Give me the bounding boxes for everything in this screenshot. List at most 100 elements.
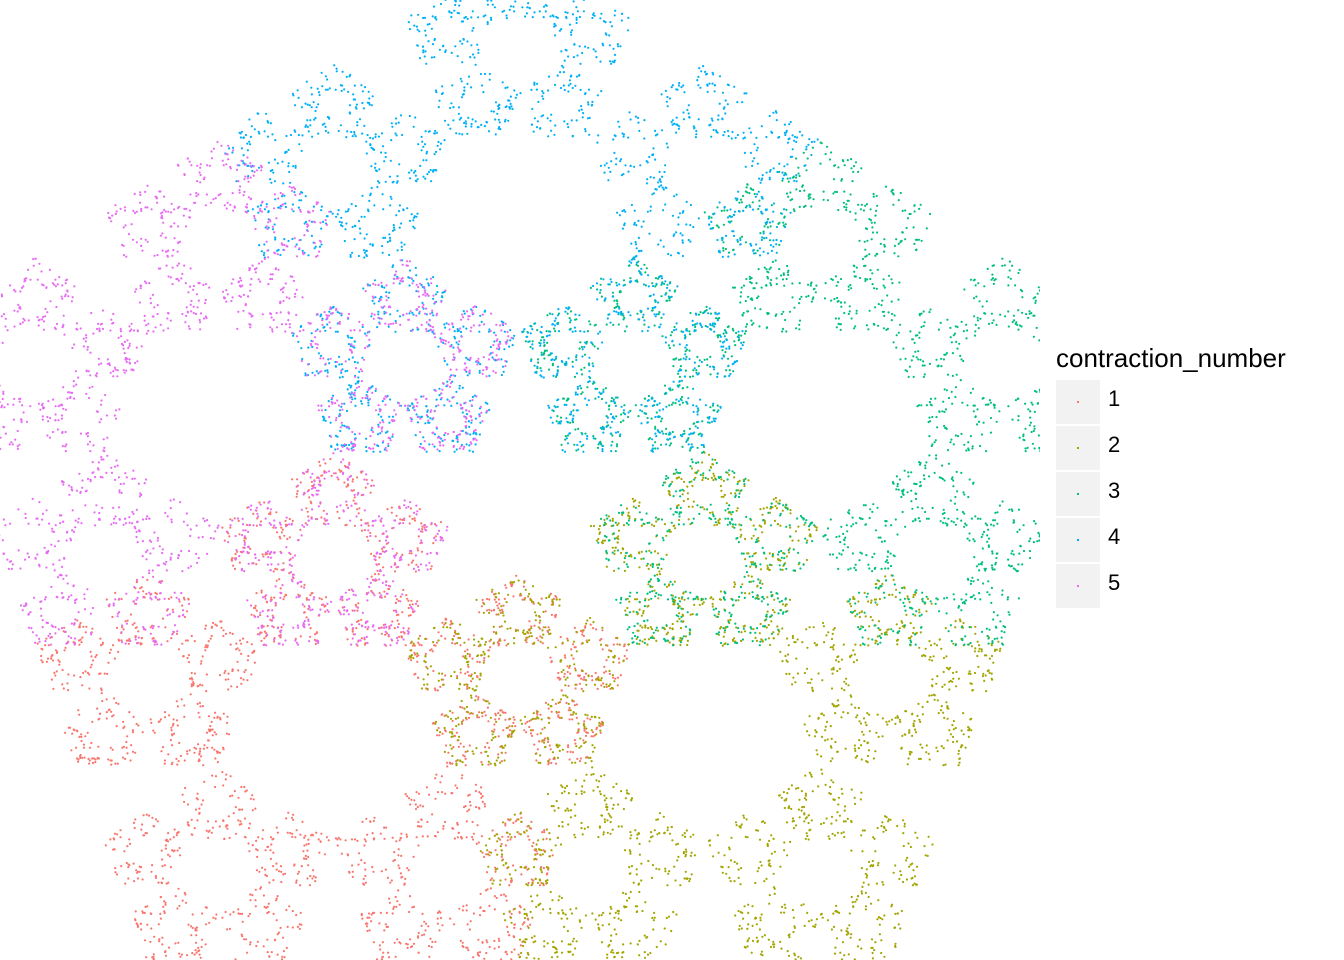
data-point [798,302,801,305]
data-point [591,744,594,747]
data-point [136,923,139,926]
data-point [466,711,470,714]
data-point [577,722,580,725]
data-point [566,750,569,753]
data-point [213,716,216,719]
data-point [684,848,688,851]
data-point [722,479,726,482]
data-point [566,665,569,668]
data-point [266,624,269,628]
data-point [198,716,201,719]
data-point [456,823,459,826]
data-point [307,838,310,841]
data-point [390,506,393,509]
data-point [84,670,87,673]
data-point [820,735,824,739]
data-point [841,941,845,944]
data-point [278,870,281,873]
data-point [902,880,905,884]
data-point [456,759,459,762]
data-point [209,725,212,728]
data-point [564,913,567,916]
data-point [191,952,194,955]
data-point [501,853,504,856]
data-point [613,955,616,958]
data-point [811,686,814,690]
data-point [804,794,808,797]
data-point [573,803,577,806]
data-point [952,677,955,680]
data-point [546,740,550,744]
data-point [616,523,619,527]
data-point [772,631,775,634]
data-point [134,919,137,922]
data-point [871,951,874,955]
data-point [154,591,157,595]
data-point [796,672,800,675]
data-point [366,922,369,925]
data-point [667,490,670,493]
data-point [854,802,857,806]
data-point [283,872,287,875]
data-point [974,647,977,650]
data-point [94,761,97,764]
data-point [464,750,467,754]
data-point [528,838,531,841]
data-point [176,724,179,727]
data-point [914,614,917,617]
data-point [878,933,882,936]
data-point [493,728,496,731]
data-point [860,834,863,837]
data-point [129,842,132,846]
data-point [111,644,115,647]
data-point [873,598,877,601]
data-point [547,354,550,357]
data-point [461,941,464,944]
data-point [755,923,759,926]
data-point [136,871,139,874]
data-point [546,792,550,796]
data-point [620,790,623,793]
data-point [351,630,354,633]
data-point [551,854,554,857]
data-point [617,803,620,806]
data-point [541,728,544,731]
data-point [498,625,501,629]
data-point [542,626,545,629]
data-point [1038,289,1040,292]
data-point [595,539,599,542]
data-point [305,616,308,619]
data-point [509,838,512,841]
data-point [543,739,546,742]
data-point [907,757,910,760]
data-point [951,724,954,727]
data-point [489,716,492,719]
data-point [578,919,581,922]
data-point [486,888,489,891]
data-point [982,672,985,676]
data-point [735,824,738,827]
data-point [723,493,726,496]
data-point [780,274,783,277]
data-point [609,519,612,522]
data-point [897,923,900,926]
data-point [650,523,654,526]
data-point [488,608,491,611]
data-point [459,671,462,674]
data-point [251,894,254,897]
data-point [84,631,87,634]
data-point [240,652,243,656]
data-point [560,940,564,943]
data-point [191,833,194,836]
data-point [810,775,813,778]
data-point [478,678,481,681]
data-point [716,206,719,209]
data-point [429,649,432,652]
data-point [495,632,498,635]
data-point [438,910,441,913]
data-point [508,934,511,937]
data-point [845,677,848,680]
data-point [276,895,279,898]
data-point [255,869,259,872]
data-point [638,642,641,646]
